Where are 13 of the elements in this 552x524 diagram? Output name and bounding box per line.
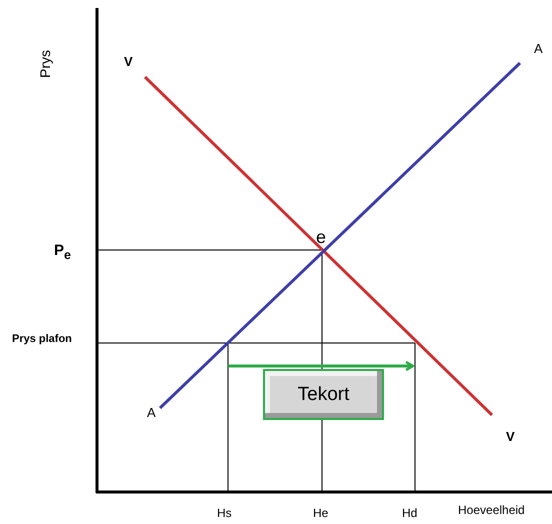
curve-label: V [124, 55, 133, 68]
curve-label: V [506, 430, 515, 443]
axis-label: Prys [38, 50, 52, 78]
axis-tick-label: Prys plafon [12, 334, 72, 345]
curve-label: A [534, 42, 543, 55]
axis-tick-label: P$_{e}$ [54, 243, 71, 262]
label-box: Tekort [263, 369, 384, 420]
axis-tick-label: Hs [217, 507, 232, 519]
point-label: e [316, 228, 326, 246]
axis-tick-label: He [313, 507, 328, 519]
axis-label: Hoeveelheid [458, 504, 525, 516]
curve-label: A [147, 406, 156, 419]
axis-tick-label: Hd [402, 507, 418, 519]
